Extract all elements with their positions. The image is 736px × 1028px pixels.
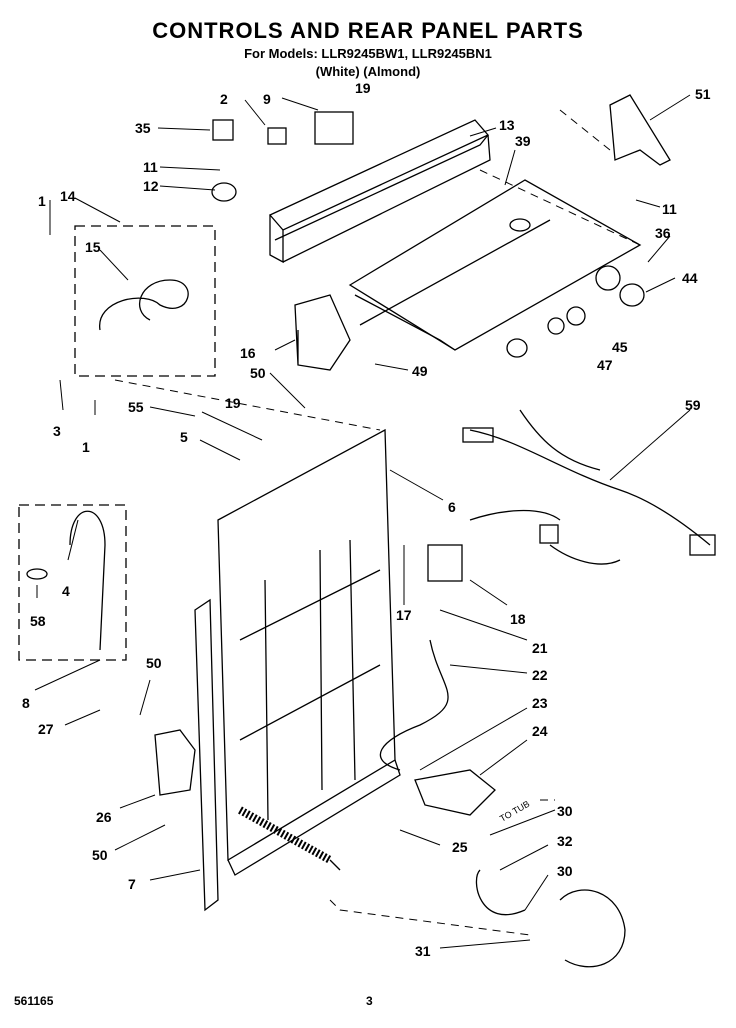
callout: 36 xyxy=(655,225,671,241)
callout: 9 xyxy=(263,91,271,107)
callout: 45 xyxy=(612,339,628,355)
callout: 47 xyxy=(597,357,613,373)
pressure-switch xyxy=(211,182,237,202)
callout: 15 xyxy=(85,239,101,255)
callout: 55 xyxy=(128,399,144,415)
callout: 1 xyxy=(38,193,46,209)
callout: 24 xyxy=(532,723,548,739)
callout: 6 xyxy=(448,499,456,515)
callout: 49 xyxy=(412,363,428,379)
switch-35 xyxy=(212,119,234,141)
callout: 5 xyxy=(180,429,188,445)
callout: 3 xyxy=(53,423,61,439)
inlet-hose xyxy=(379,639,449,771)
callout: 12 xyxy=(143,178,159,194)
callout: 4 xyxy=(62,583,70,599)
callout: 32 xyxy=(557,833,573,849)
callout: 21 xyxy=(532,640,548,656)
page-title: CONTROLS AND REAR PANEL PARTS xyxy=(152,18,584,43)
callout: 1 xyxy=(82,439,90,455)
to-tub-note: TO TUB xyxy=(498,799,531,824)
console-endcap xyxy=(294,294,351,371)
switch-2 xyxy=(267,127,287,145)
bracket-26 xyxy=(154,729,196,796)
console-rail xyxy=(268,119,491,264)
callout: 27 xyxy=(38,721,54,737)
callout: 2 xyxy=(220,91,228,107)
callout: 13 xyxy=(499,117,515,133)
callout: 50 xyxy=(92,847,108,863)
callout: 30 xyxy=(557,863,573,879)
diagram-code: 561165 xyxy=(14,994,54,1008)
hose-group xyxy=(18,504,127,661)
callout-labels: 2 9 19 35 13 39 51 11 12 1 14 15 11 36 4… xyxy=(22,80,711,959)
callout: 25 xyxy=(452,839,468,855)
callout: 14 xyxy=(60,188,76,204)
page-number: 3 xyxy=(366,994,373,1008)
callout: 50 xyxy=(146,655,162,671)
callout: 11 xyxy=(662,201,677,217)
callout: 51 xyxy=(695,86,711,102)
water-valve xyxy=(427,544,463,582)
callout: 59 xyxy=(685,397,701,413)
control-console xyxy=(348,179,642,351)
callout: 58 xyxy=(30,613,46,629)
callout: 26 xyxy=(96,809,112,825)
drain-outlet xyxy=(238,806,332,864)
callout: 11 xyxy=(143,159,158,175)
callout: 50 xyxy=(250,365,266,381)
pump-hose xyxy=(475,869,526,916)
callout: 30 xyxy=(557,803,573,819)
callout: 19 xyxy=(225,395,241,411)
callout: 22 xyxy=(532,667,548,683)
power-cord-group xyxy=(74,225,216,377)
power-cord xyxy=(99,279,189,331)
callout: 18 xyxy=(510,611,526,627)
callout: 35 xyxy=(135,120,151,136)
callout: 8 xyxy=(22,695,30,711)
timer xyxy=(314,111,354,145)
wire-harness xyxy=(469,409,711,565)
drain-hose xyxy=(69,510,106,651)
rear-panel xyxy=(217,428,401,876)
model-colors: (White) (Almond) xyxy=(315,64,421,79)
callout: 17 xyxy=(396,607,412,623)
callout: 44 xyxy=(682,270,698,286)
side-bar xyxy=(194,598,219,912)
callout: 7 xyxy=(128,876,136,892)
bracket-51 xyxy=(609,94,671,166)
callout: 16 xyxy=(240,345,256,361)
callout: 19 xyxy=(355,80,371,96)
tub-outlet xyxy=(559,889,626,968)
pump-bracket xyxy=(414,769,496,816)
callout: 23 xyxy=(532,695,548,711)
callout: 39 xyxy=(515,133,531,149)
knobs xyxy=(506,265,645,358)
model-numbers: For Models: LLR9245BW1, LLR9245BN1 xyxy=(244,46,492,61)
callout: 31 xyxy=(415,943,431,959)
